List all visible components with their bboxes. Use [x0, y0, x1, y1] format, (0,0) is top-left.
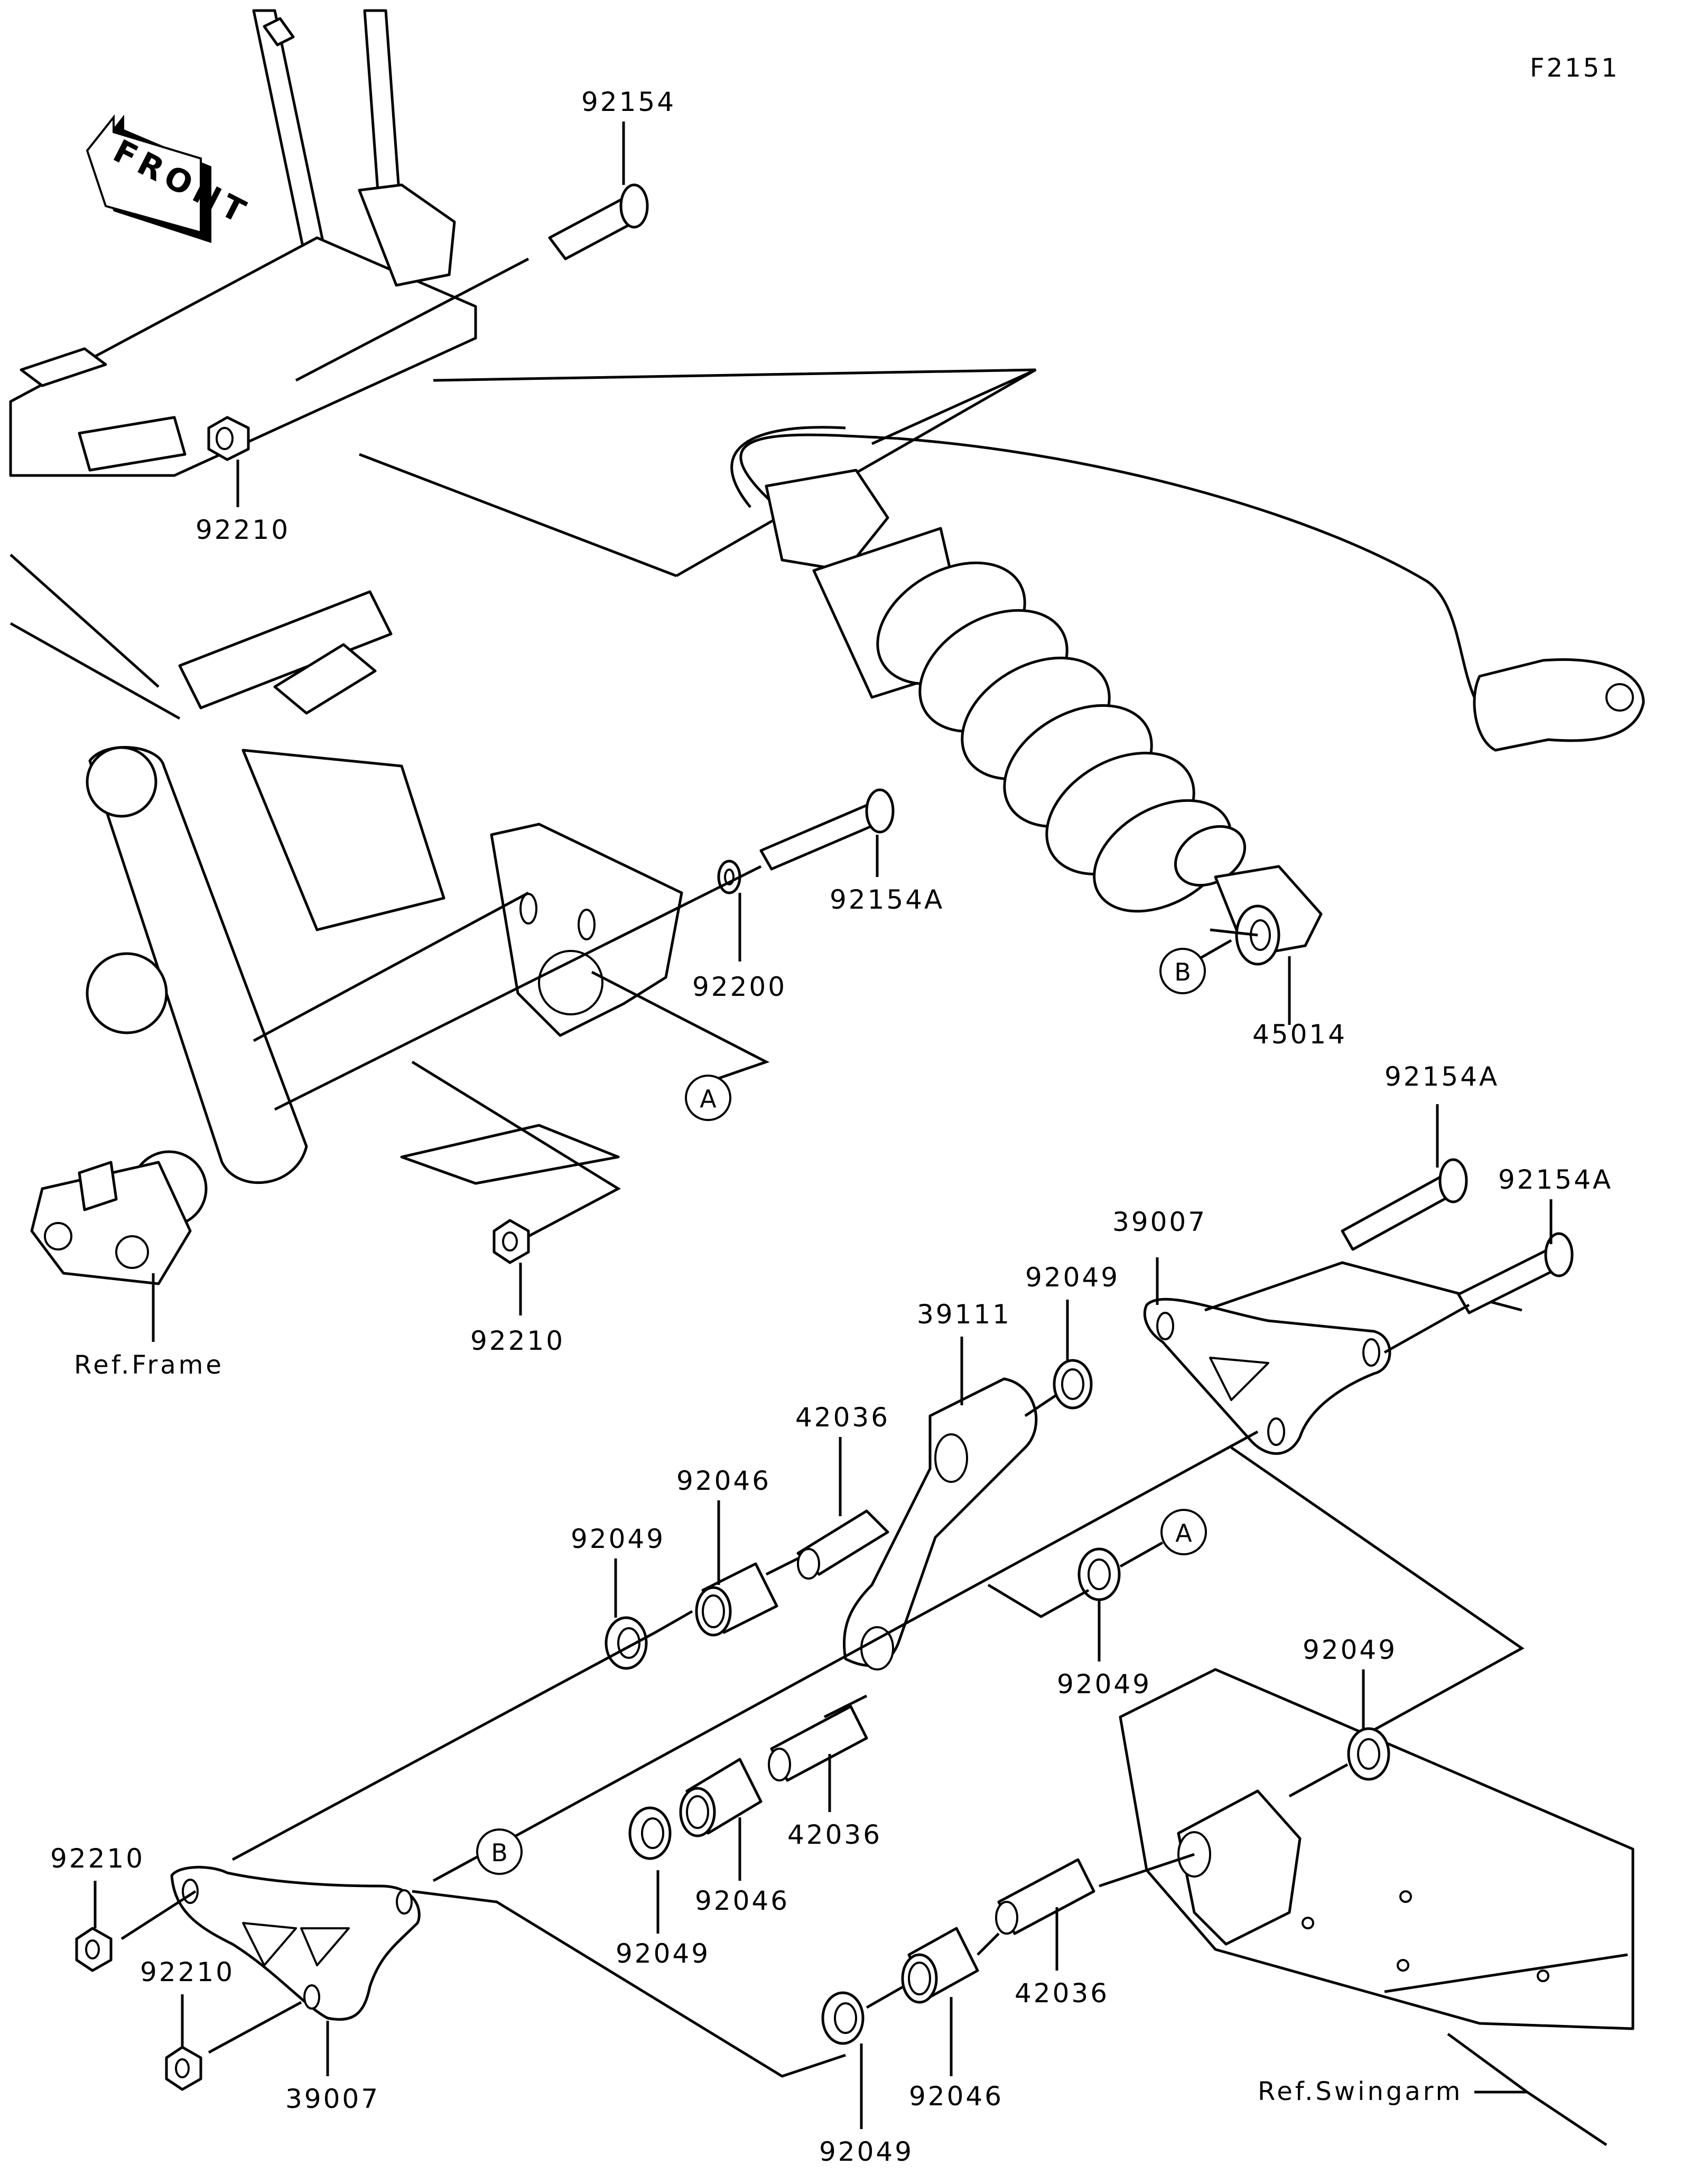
part-label-42036[interactable]: 42036 — [1015, 1978, 1109, 2009]
sleeve-42036-drawing — [796, 1509, 889, 1580]
axis-line — [765, 1557, 799, 1576]
front-direction-arrow-icon: FRONT — [86, 114, 256, 243]
nut-92210-drawing — [493, 1219, 530, 1264]
part-label-92046[interactable]: 92046 — [695, 1886, 789, 1916]
part-label-92210[interactable]: 92210 — [140, 1957, 235, 1987]
reference-line — [411, 1060, 621, 1238]
sleeve-42036-drawing — [995, 1858, 1095, 1935]
axis-line — [208, 2001, 302, 2054]
nut-92210-drawing — [165, 2046, 202, 2091]
reference-line — [359, 453, 677, 577]
part-label-92154a[interactable]: 92154A — [1385, 1061, 1499, 1092]
leader-line — [1119, 1541, 1164, 1568]
reference-line — [871, 368, 1037, 445]
part-label-92046[interactable]: 92046 — [909, 2081, 1004, 2112]
callout-b: B — [1159, 939, 1232, 994]
axis-line — [977, 1933, 1000, 1956]
frame-drawing — [9, 9, 688, 1285]
part-label-92154a[interactable]: 92154A — [830, 884, 944, 915]
part-label-92049[interactable]: 92049 — [1057, 1669, 1151, 1700]
svg-text:A: A — [1175, 1519, 1192, 1547]
axis-line — [1024, 1393, 1058, 1417]
svg-text:B: B — [1174, 958, 1191, 986]
reference-line — [412, 1890, 846, 2078]
reference-line — [1230, 1446, 1525, 1734]
axis-line — [1099, 1853, 1195, 1888]
part-label-92049[interactable]: 92049 — [1303, 1635, 1397, 1665]
part-label-42036[interactable]: 42036 — [787, 1819, 882, 1850]
sleeve-42036-drawing — [768, 1705, 868, 1782]
nut-92210-drawing — [207, 416, 250, 461]
seal-92049-drawing — [1077, 1547, 1121, 1601]
seal-92049-drawing — [1053, 1359, 1093, 1410]
part-label-45014[interactable]: 45014 — [1252, 1019, 1347, 1050]
part-label-92046[interactable]: 92046 — [676, 1466, 771, 1496]
shock-absorber-drawing — [730, 426, 1645, 966]
tie-rod-39007-drawing — [170, 1865, 421, 2021]
seal-92049-drawing — [1347, 1727, 1390, 1781]
axis-line — [866, 1985, 905, 2009]
part-label-92049[interactable]: 92049 — [616, 1938, 710, 1969]
axis-line — [612, 865, 762, 942]
ref-swingarm-label: Ref.Swingarm — [1258, 2077, 1463, 2106]
part-label-92200[interactable]: 92200 — [692, 972, 787, 1002]
part-label-39111[interactable]: 39111 — [917, 1299, 1011, 1330]
nut-92210-drawing — [75, 1927, 113, 1972]
part-label-92210[interactable]: 92210 — [50, 1843, 145, 1874]
part-label-92049[interactable]: 92049 — [1025, 1262, 1120, 1293]
part-label-39007[interactable]: 39007 — [1112, 1207, 1207, 1237]
seal-92049-drawing — [628, 1806, 672, 1860]
callout-a: A — [1160, 1509, 1207, 1555]
tie-rod-39007-drawing — [1143, 1298, 1391, 1455]
bolt-92154a-drawing — [1341, 1158, 1574, 1314]
bearing-92046-drawing — [679, 1758, 763, 1837]
bolt-92154-drawing — [548, 183, 649, 260]
part-label-42036[interactable]: 42036 — [795, 1402, 890, 1433]
bearing-92046-drawing — [695, 1562, 778, 1637]
seal-92049-drawing — [821, 1991, 865, 2045]
callout-a: A — [685, 1075, 731, 1121]
part-label-92210[interactable]: 92210 — [470, 1326, 565, 1356]
seal-92049-drawing — [605, 1616, 648, 1670]
ref-frame-label: Ref.Frame — [74, 1350, 224, 1380]
part-label-39007[interactable]: 39007 — [285, 2084, 380, 2114]
bearing-92046-drawing — [901, 1927, 979, 2004]
svg-text:B: B — [491, 1838, 508, 1867]
swingarm-drawing — [1119, 1668, 1634, 2030]
axis-line — [654, 1610, 693, 1634]
axis-line — [1288, 1763, 1349, 1798]
callout-b: B — [476, 1828, 523, 1875]
axis-line — [231, 1631, 656, 1861]
bolt-92154a-drawing — [717, 788, 895, 894]
svg-text:A: A — [700, 1085, 717, 1113]
diagram-code: F2151 — [1530, 53, 1620, 83]
axis-line — [823, 1694, 868, 1719]
part-label-92049[interactable]: 92049 — [571, 1524, 665, 1554]
axis-line — [1383, 1303, 1470, 1354]
axis-line — [295, 257, 529, 382]
part-label-92049[interactable]: 92049 — [819, 2136, 914, 2167]
axis-line — [120, 1890, 197, 1940]
rocker-arm-39111-drawing — [842, 1377, 1038, 1670]
part-label-92154[interactable]: 92154 — [581, 87, 676, 117]
part-label-92154a[interactable]: 92154A — [1498, 1164, 1613, 1195]
leader-line — [1210, 928, 1258, 937]
part-label-92210[interactable]: 92210 — [196, 515, 290, 545]
leader-line — [1526, 2090, 1608, 2146]
axis-line — [432, 1430, 1259, 1882]
reference-line — [987, 1583, 1090, 1618]
